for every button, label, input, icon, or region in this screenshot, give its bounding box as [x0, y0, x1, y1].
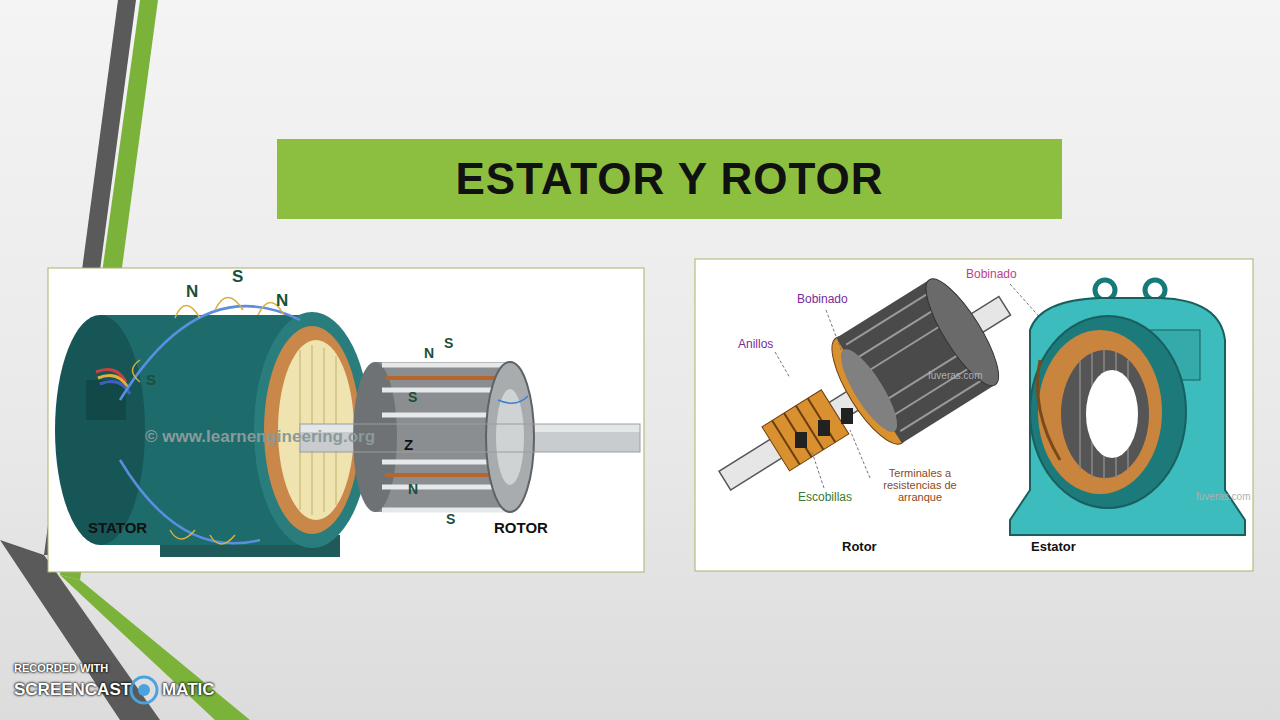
- wound-rotor-drawing: [692, 253, 1038, 533]
- logo-mark: [131, 677, 157, 703]
- recorder-mark: SCREENCAST: [14, 681, 131, 700]
- leader-line: [775, 284, 1060, 488]
- caption-label: Rotor: [842, 540, 877, 554]
- title-band: ESTATOR Y ROTOR: [277, 139, 1062, 219]
- part-name: Anillos: [738, 338, 773, 351]
- pole-label: S: [446, 512, 455, 527]
- watermark: © www.learnengineering.org: [145, 428, 375, 447]
- part-name: STATOR: [88, 520, 147, 537]
- part-name: Bobinado: [797, 293, 848, 306]
- image-panel: [695, 259, 1253, 571]
- image-panel: [48, 268, 644, 572]
- pole-label: S: [444, 336, 453, 351]
- watermark: fuveras.com: [928, 370, 982, 381]
- pole-label: S: [146, 372, 156, 389]
- part-name: Escobillas: [798, 491, 852, 504]
- caption-label: Estator: [1031, 540, 1076, 554]
- part-name: ROTOR: [494, 520, 548, 537]
- pole-label: N: [186, 283, 198, 302]
- pole-label: Z: [404, 437, 413, 454]
- brush-block: [795, 408, 853, 448]
- part-name: Bobinado: [966, 268, 1017, 281]
- title: ESTATOR Y ROTOR: [455, 154, 883, 204]
- pole-label: S: [408, 390, 417, 405]
- pole-label: S: [232, 268, 243, 287]
- pole-label: N: [424, 346, 434, 361]
- recorder-mark: MATIC: [162, 681, 215, 700]
- logo-mark: [138, 684, 150, 696]
- part-name: Terminales a resistencias de arranque: [860, 467, 980, 503]
- recorder-mark: RECORDED WITH: [14, 662, 108, 674]
- watermark: fuveras.com: [1196, 491, 1250, 502]
- pole-label: N: [276, 292, 288, 311]
- pole-label: N: [408, 482, 418, 497]
